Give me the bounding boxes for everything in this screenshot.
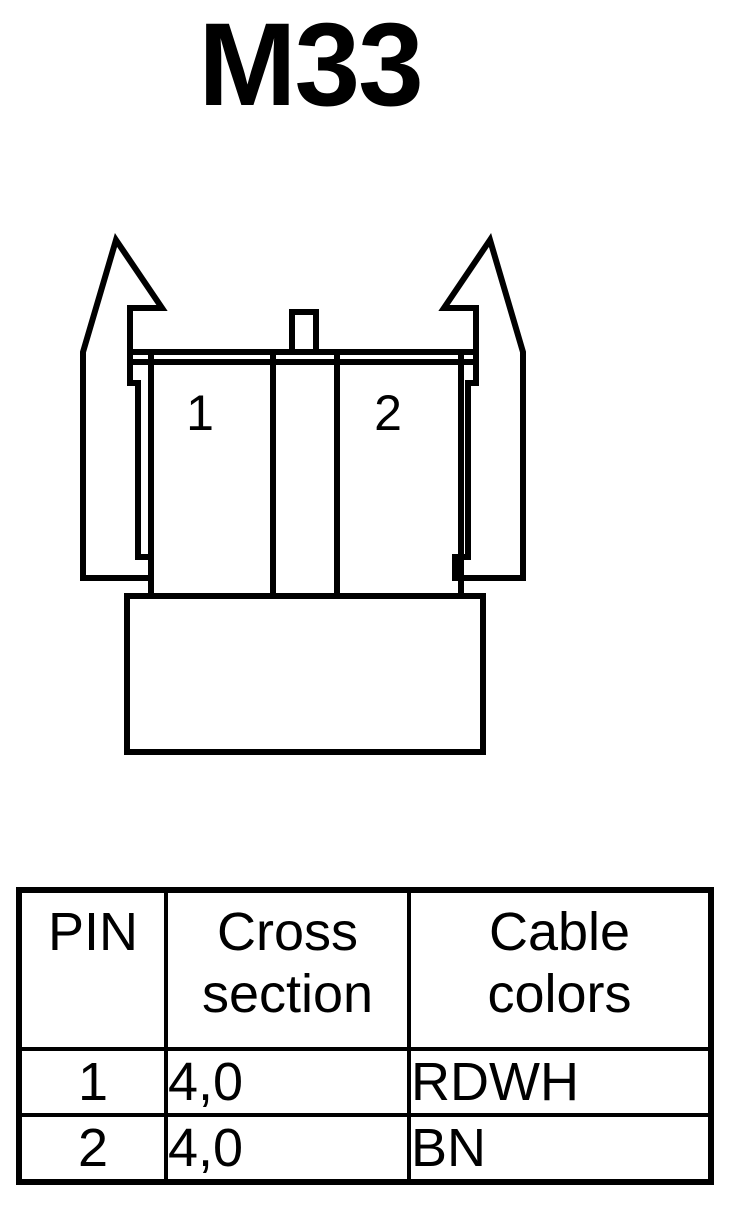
connector-drawing: 1 2: [80, 233, 526, 755]
cell-cross-section: 4,0: [164, 1047, 411, 1117]
cell-cross-section: 4,0: [164, 1113, 411, 1184]
pin-label-2: 2: [374, 385, 402, 441]
right-latch: [438, 233, 526, 581]
cell-cable-color: RDWH: [407, 1047, 713, 1117]
header-cable-colors: Cable colors: [407, 888, 713, 1051]
left-latch: [80, 233, 168, 581]
header-cross-section: Cross section: [164, 888, 411, 1051]
cell-pin: 2: [17, 1113, 168, 1184]
cell-pin: 1: [17, 1047, 168, 1117]
table-header-row: PIN Cross section Cable colors: [17, 888, 713, 1051]
pin-table: PIN Cross section Cable colors 1 4,0 RDW…: [16, 887, 714, 1185]
table-row: 2 4,0 BN: [17, 1113, 713, 1184]
pin-label-1: 1: [186, 385, 214, 441]
connector-base: [124, 593, 486, 755]
key-tab: [289, 309, 319, 355]
diagram-title: M33: [198, 0, 424, 131]
header-pin: PIN: [17, 888, 168, 1051]
cell-cable-color: BN: [407, 1113, 713, 1184]
table-row: 1 4,0 RDWH: [17, 1047, 713, 1117]
